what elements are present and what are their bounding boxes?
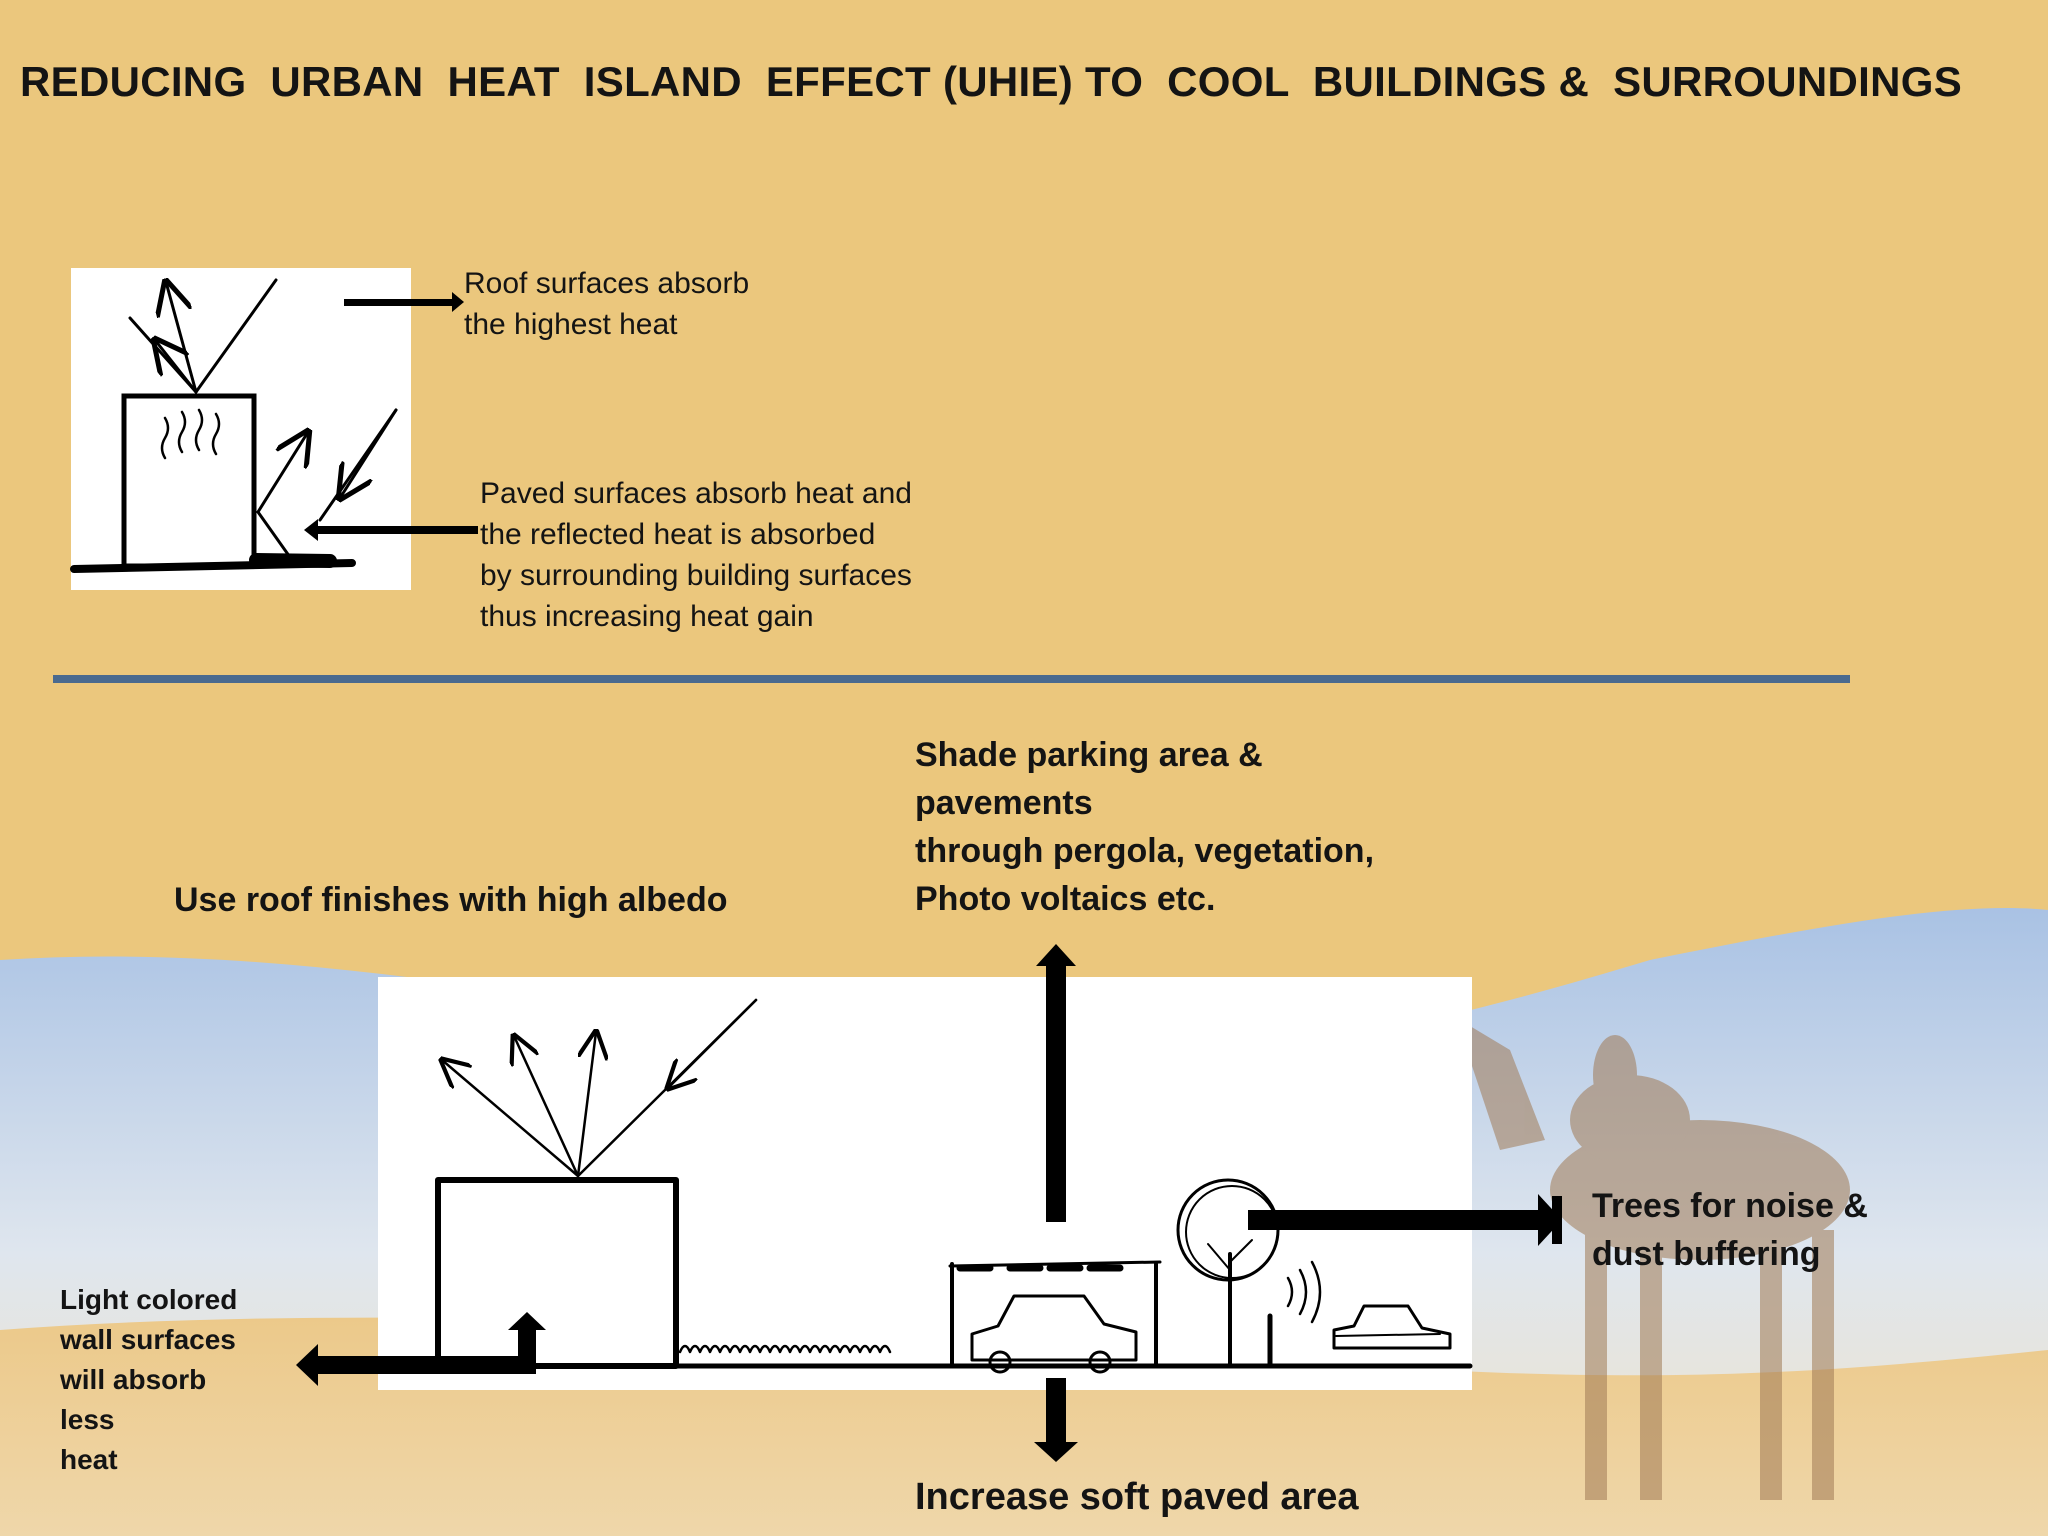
shade-parking-label: Shade parking area & pavements through p…: [915, 736, 1375, 918]
slide-title: REDUCING URBAN HEAT ISLAND EFFECT (UHIE)…: [20, 58, 1963, 105]
light-wall-label: Light colored wall surfaces will absorb …: [60, 1284, 238, 1475]
paved-heat-note: Paved surfaces absorb heat and the refle…: [480, 477, 912, 633]
bottom-diagram-panel: [378, 977, 1472, 1390]
roof-finish-label: Use roof finishes with high albedo: [174, 881, 728, 919]
top-diagram-panel: [71, 268, 411, 590]
trees-buffer-label: Trees for noise & dust buffering: [1592, 1187, 1868, 1273]
section-divider: [53, 675, 1850, 683]
roof-heat-note: Roof surfaces absorb the highest heat: [464, 267, 750, 341]
soft-paved-label: Increase soft paved area: [915, 1476, 1359, 1518]
